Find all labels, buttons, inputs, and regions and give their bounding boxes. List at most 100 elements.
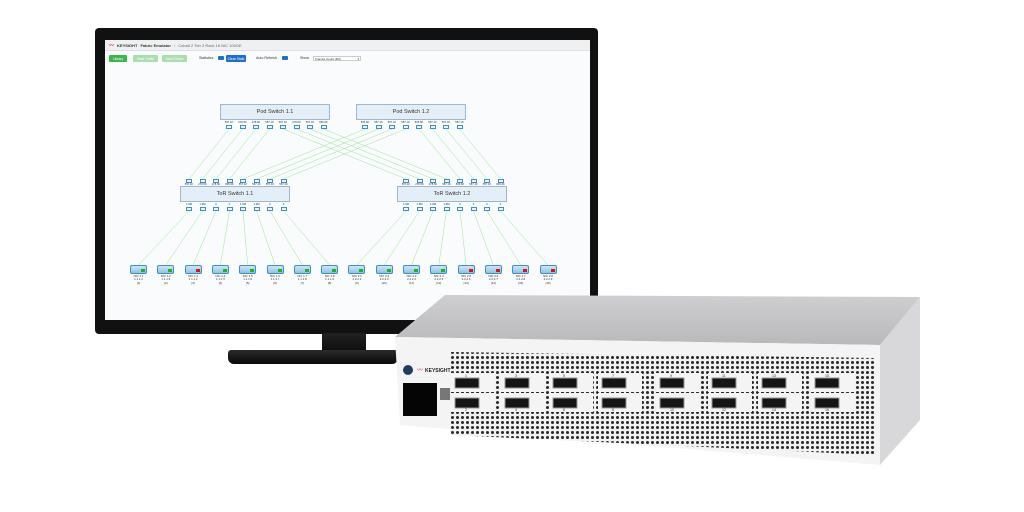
switch-port[interactable] [240, 179, 246, 183]
switch-port[interactable] [186, 207, 192, 211]
switch-port[interactable] [266, 125, 273, 129]
nic-device[interactable] [266, 263, 284, 274]
power-button[interactable] [403, 365, 413, 375]
nic-device[interactable] [484, 263, 502, 274]
switch-port[interactable] [443, 207, 450, 211]
show-select[interactable]: Frames Count (RX)▾ [313, 55, 361, 61]
switch-port[interactable] [226, 125, 232, 129]
nic-device[interactable] [348, 263, 366, 274]
switch-port[interactable] [267, 179, 273, 183]
nic-device[interactable] [430, 263, 448, 274]
switch-port[interactable] [239, 125, 246, 129]
auto-refresh-toggle[interactable] [282, 56, 288, 60]
tor-switch[interactable]: ToR Switch 1.2 [397, 186, 507, 202]
qsfp-port[interactable] [761, 397, 787, 409]
switch-port[interactable] [416, 179, 423, 183]
nic-ip: 1.1.1.7 [270, 277, 280, 282]
qsfp-port[interactable] [659, 377, 685, 389]
switch-port[interactable] [389, 125, 395, 129]
nic-device[interactable] [157, 263, 175, 274]
nic-device[interactable] [375, 263, 393, 274]
switch-port[interactable] [226, 179, 233, 183]
switch-port[interactable] [457, 207, 463, 211]
switch-port[interactable] [443, 125, 449, 129]
qsfp-port[interactable] [711, 377, 737, 389]
nic-device[interactable] [403, 263, 420, 274]
switch-port[interactable] [457, 179, 463, 183]
qsfp-port[interactable] [659, 397, 685, 409]
switch-port[interactable] [280, 125, 286, 129]
qsfp-port[interactable] [504, 377, 530, 389]
switch-port[interactable] [213, 207, 219, 211]
switch-port[interactable] [484, 179, 490, 183]
nic-device[interactable] [321, 263, 339, 274]
switch-port[interactable] [280, 207, 287, 211]
link-line [283, 128, 406, 180]
nic-device[interactable] [457, 263, 475, 274]
switch-port[interactable] [430, 179, 436, 183]
switch-port[interactable] [484, 207, 490, 211]
qsfp-port[interactable] [814, 377, 840, 389]
qsfp-port[interactable] [601, 397, 627, 409]
switch-port[interactable] [497, 179, 504, 183]
start-traffic-button[interactable]: Start Traffic [133, 55, 158, 62]
switch-port[interactable] [443, 179, 450, 183]
port-rate-label: 557.1K [482, 183, 492, 186]
switch-port[interactable] [403, 179, 409, 183]
qsfp-port[interactable] [601, 377, 627, 389]
switch-port[interactable] [470, 207, 477, 211]
breadcrumb[interactable]: Cobalt 2 Tier 2 Rack 16 NIC 100GE [178, 42, 242, 48]
switch-port[interactable] [226, 207, 233, 211]
switch-port[interactable] [267, 207, 273, 211]
start-chaos-button[interactable]: Start Chaos [162, 55, 187, 62]
clear-stats-button[interactable]: Clear Stats [226, 55, 246, 62]
switch-port[interactable] [456, 125, 463, 129]
nic-icon [157, 265, 175, 274]
switch-port[interactable] [253, 207, 260, 211]
switch-port[interactable] [199, 179, 206, 183]
nic-device[interactable] [130, 263, 147, 274]
nic-device[interactable] [539, 263, 557, 274]
switch-port[interactable] [429, 125, 436, 129]
switch-port[interactable] [293, 125, 300, 129]
switch-port[interactable] [403, 207, 409, 211]
switch-port[interactable] [430, 207, 436, 211]
nic-device[interactable] [239, 263, 257, 274]
qsfp-port[interactable] [814, 397, 840, 409]
switch-port[interactable] [320, 125, 327, 129]
nic-device[interactable] [512, 263, 530, 274]
qsfp-port[interactable] [454, 377, 480, 389]
tor-switch[interactable]: ToR Switch 1.1 [180, 186, 290, 202]
library-button[interactable]: Library [109, 55, 127, 62]
qsfp-port[interactable] [711, 397, 737, 409]
switch-port[interactable] [497, 207, 504, 211]
statistics-toggle[interactable] [218, 56, 224, 60]
switch-port[interactable] [375, 125, 382, 129]
switch-port[interactable] [470, 179, 477, 183]
link-line [138, 210, 190, 266]
nic-device[interactable] [293, 263, 311, 274]
qsfp-port[interactable] [552, 377, 578, 389]
switch-port[interactable] [362, 125, 368, 129]
pod-switch[interactable]: Pod Switch 1.2 [356, 104, 466, 120]
switch-port[interactable] [186, 179, 192, 183]
switch-port[interactable] [253, 125, 259, 129]
switch-port[interactable] [253, 179, 260, 183]
switch-port[interactable] [416, 125, 422, 129]
switch-port[interactable] [402, 125, 409, 129]
qsfp-port[interactable] [552, 397, 578, 409]
qsfp-port[interactable] [504, 397, 530, 409]
port-rate-label: 557.1K [428, 121, 437, 124]
pod-switch[interactable]: Pod Switch 1.1 [220, 104, 330, 120]
qsfp-port[interactable] [761, 377, 787, 389]
switch-port[interactable] [240, 207, 246, 211]
switch-port[interactable] [307, 125, 313, 129]
switch-port[interactable] [416, 207, 423, 211]
switch-port[interactable] [199, 207, 206, 211]
nic-device[interactable] [184, 263, 202, 274]
switch-port[interactable] [213, 179, 219, 183]
link-line [486, 210, 521, 266]
nic-device[interactable] [211, 263, 229, 274]
switch-port[interactable] [280, 179, 287, 183]
qsfp-port[interactable] [454, 397, 480, 409]
